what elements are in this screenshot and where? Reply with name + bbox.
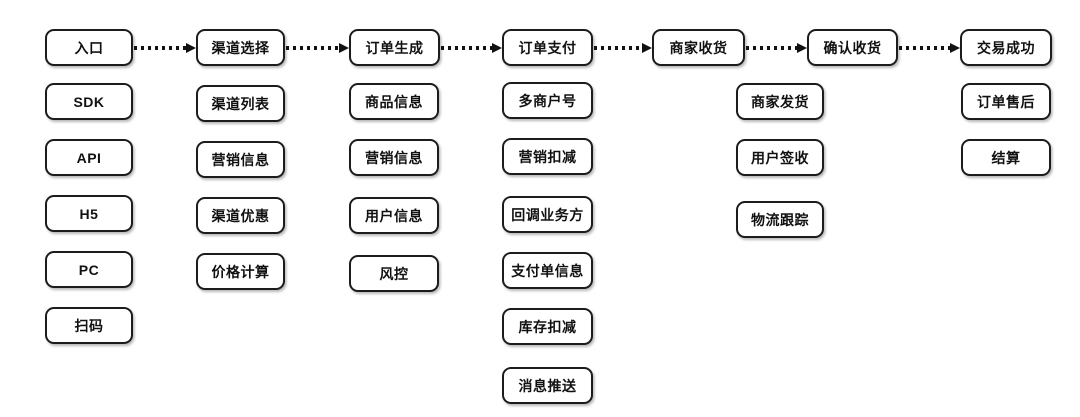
arrowhead-icon [642,43,652,53]
node-payment-order-info: 支付单信息 [502,252,593,289]
node-price-calc: 价格计算 [196,253,285,290]
node-logistics-tracking: 物流跟踪 [736,201,824,238]
node-user-sign: 用户签收 [736,139,824,176]
stage-entry: 入口 [45,29,133,66]
node-marketing-deduction: 营销扣减 [502,138,593,175]
node-scan-code: 扫码 [45,307,133,344]
arrowhead-icon [339,43,349,53]
stage-order-create: 订单生成 [349,29,440,66]
node-risk-control: 风控 [349,255,439,292]
node-multi-merchant-id: 多商户号 [502,82,593,119]
arrowhead-icon [186,43,196,53]
node-message-push: 消息推送 [502,367,593,404]
stage-order-pay: 订单支付 [502,29,593,66]
arrowhead-icon [950,43,960,53]
arrowhead-icon [797,43,807,53]
stage-channel-select: 渠道选择 [196,29,285,66]
node-callback-business: 回调业务方 [502,196,593,233]
node-inventory-deduction: 库存扣减 [502,308,593,345]
flow-arrow-3 [441,42,502,54]
node-sdk: SDK [45,83,133,120]
node-api: API [45,139,133,176]
dotted-line [899,46,950,50]
flow-arrow-2 [286,42,349,54]
flow-arrow-5 [746,42,807,54]
node-marketing-info: 营销信息 [349,139,439,176]
stage-confirm-receive: 确认收货 [807,29,898,66]
dotted-line [594,46,642,50]
flow-arrow-4 [594,42,652,54]
flow-arrow-6 [899,42,960,54]
stage-merchant-receive: 商家收货 [652,29,745,66]
node-settlement: 结算 [961,139,1051,176]
dotted-line [286,46,339,50]
node-channel-list: 渠道列表 [196,85,285,122]
node-order-aftersale: 订单售后 [961,83,1051,120]
dotted-line [441,46,492,50]
arrowhead-icon [492,43,502,53]
node-product-info: 商品信息 [349,83,439,120]
flow-arrow-1 [134,42,196,54]
node-user-info: 用户信息 [349,197,439,234]
node-marketing-info: 营销信息 [196,141,285,178]
dotted-line [134,46,186,50]
stage-deal-success: 交易成功 [960,29,1052,66]
node-merchant-ship: 商家发货 [736,83,824,120]
dotted-line [746,46,797,50]
node-h5: H5 [45,195,133,232]
node-channel-discount: 渠道优惠 [196,197,285,234]
node-pc: PC [45,251,133,288]
